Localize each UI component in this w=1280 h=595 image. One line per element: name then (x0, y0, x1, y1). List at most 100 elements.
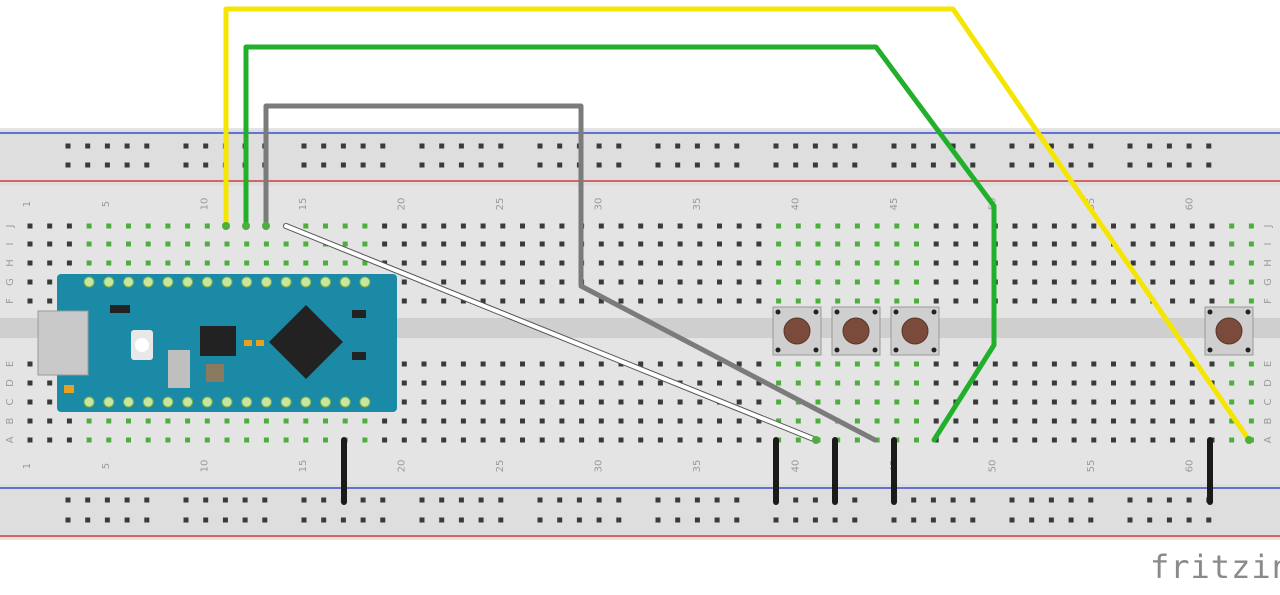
breadboard-hole (1186, 143, 1192, 149)
breadboard-hole (47, 437, 53, 443)
pushbutton-3[interactable] (890, 306, 940, 356)
breadboard-hole (480, 241, 486, 247)
breadboard-hole (618, 380, 624, 386)
arduino-pin (339, 276, 351, 288)
breadboard-hole (1012, 418, 1018, 424)
breadboard-hole (714, 497, 720, 503)
breadboard-hole (500, 279, 506, 285)
breadboard-hole (914, 380, 919, 386)
breadboard-hole (992, 399, 998, 405)
pushbutton-1[interactable] (772, 306, 822, 356)
breadboard-hole (677, 241, 683, 247)
pushbutton-4[interactable] (1204, 306, 1254, 356)
breadboard-hole (894, 380, 900, 386)
breadboard-hole (106, 241, 112, 247)
breadboard-hole (557, 162, 563, 168)
arduino-pin (300, 396, 312, 408)
breadboard-hole (124, 497, 130, 503)
breadboard-hole (460, 399, 466, 405)
breadboard-labels: 1155101015152020252530303535404045455050… (5, 198, 1274, 473)
pushbutton-2[interactable] (831, 306, 881, 356)
breadboard-hole (894, 241, 900, 247)
breadboard-hole (1051, 437, 1057, 443)
breadboard-hole (401, 399, 407, 405)
breadboard-hole (953, 418, 959, 424)
breadboard-hole (677, 279, 683, 285)
breadboard-hole (1111, 437, 1116, 443)
breadboard-hole (835, 298, 841, 304)
breadboard-hole (419, 517, 425, 523)
breadboard-hole (401, 380, 407, 386)
breadboard-hole (953, 223, 959, 229)
yellow-wire[interactable] (223, 6, 1252, 443)
breadboard-hole (914, 437, 919, 443)
gray-wire[interactable] (263, 103, 878, 443)
breadboard-hole (421, 437, 427, 443)
breadboard-hole (773, 517, 779, 523)
breadboard-hole (262, 517, 268, 523)
breadboard-hole (1147, 497, 1153, 503)
breadboard-hole (1071, 260, 1077, 266)
row-letter: E (5, 361, 16, 367)
fritzing-watermark: fritzing (1150, 548, 1280, 586)
breadboard-hole (579, 399, 585, 405)
breadboard-hole (734, 143, 740, 149)
breadboard-hole (1088, 143, 1094, 149)
breadboard-hole (165, 437, 171, 443)
breadboard-hole (1127, 143, 1133, 149)
breadboard-hole (104, 162, 110, 168)
breadboard-hole (992, 361, 998, 367)
breadboard-hole (382, 241, 388, 247)
breadboard-hole (520, 260, 525, 266)
breadboard-hole (638, 279, 644, 285)
row-letter: J (5, 225, 16, 229)
breadboard-hole (992, 380, 998, 386)
breadboard-hole (874, 298, 880, 304)
breadboard-hole (1009, 143, 1015, 149)
breadboard-hole (874, 260, 880, 266)
breadboard-hole (832, 517, 838, 523)
green-wire[interactable] (243, 44, 997, 443)
breadboard-hole (1091, 361, 1097, 367)
breadboard-hole (697, 437, 703, 443)
breadboard-hole (1189, 399, 1195, 405)
breadboard-hole (126, 418, 131, 424)
breadboard-hole (104, 497, 110, 503)
breadboard-hole (559, 380, 565, 386)
breadboard-hole (992, 437, 998, 443)
breadboard-hole (894, 279, 900, 285)
breadboard-hole (539, 260, 545, 266)
row-letter: C (1263, 398, 1274, 405)
breadboard-hole (480, 399, 486, 405)
breadboard-hole (65, 162, 71, 168)
arduino-nano[interactable] (37, 274, 397, 412)
breadboard-hole (480, 279, 486, 285)
breadboard-hole (598, 223, 604, 229)
breadboard-hole (106, 437, 112, 443)
breadboard-hole (559, 437, 565, 443)
column-number: 1 (22, 201, 33, 207)
breadboard-hole (1248, 418, 1254, 424)
breadboard-hole (854, 260, 860, 266)
row-letter: J (1263, 225, 1274, 229)
breadboard-hole (697, 418, 703, 424)
breadboard-hole (854, 223, 860, 229)
breadboard-hole (498, 497, 504, 503)
breadboard-hole (812, 143, 818, 149)
breadboard-hole (145, 223, 151, 229)
breadboard-hole (950, 517, 956, 523)
breadboard-hole (480, 418, 486, 424)
breadboard-hole (1068, 162, 1074, 168)
breadboard-hole (1186, 162, 1192, 168)
breadboard-hole (301, 497, 307, 503)
breadboard-hole (852, 143, 858, 149)
breadboard-hole (1012, 279, 1018, 285)
breadboard-hole (500, 418, 506, 424)
column-number: 45 (889, 198, 900, 211)
white-wire-core (284, 224, 818, 442)
breadboard-hole (244, 418, 250, 424)
row-letter: A (1263, 436, 1274, 443)
reset-button-cap (135, 338, 149, 352)
breadboard-hole (1051, 241, 1057, 247)
breadboard-hole (1150, 361, 1156, 367)
